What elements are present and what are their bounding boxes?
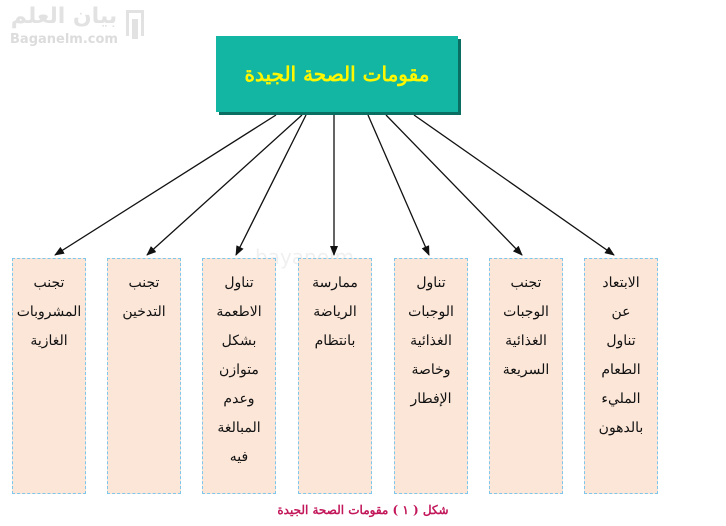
factor-line: الاطعمة [216,304,262,320]
factor-line: المشروبات [16,304,82,320]
watermark-logo: بيان العلم Baganelm.com [6,4,156,48]
factor-line: تجنب [510,275,542,291]
connector-arrow [146,114,303,256]
factor-line: الإفطار [410,391,452,407]
factor-line: تجنب [128,275,160,291]
factor-box-soft-drinks: تجنب المشروبات الغازية [12,258,86,494]
factor-line: متوازن [219,362,259,378]
factor-box-fast-food: تجنب الوجبات الغذائية السريعة [489,258,563,494]
factor-line: السريعة [502,362,550,378]
factor-line: تجنب [33,275,65,291]
factor-line: الغازية [30,333,68,349]
factor-box-smoking: تجنب التدخين [107,258,181,494]
factor-line: بالدهون [598,420,644,436]
watermark-arabic-text: بيان العلم [10,4,118,29]
diagram-title: مقومات الصحة الجيدة [244,62,430,86]
factor-line: المليء [601,391,641,407]
factor-box-exercise: ممارسة الرياضة بانتظام [298,258,372,494]
factor-line: تناول [224,275,254,291]
watermark-building-icon [126,10,144,39]
connector-arrow [54,114,277,256]
factor-box-meals-breakfast: تناول الوجبات الغذائية وخاصة الإفطار [394,258,468,494]
factor-line: تناول [416,275,446,291]
connector-arrow [367,114,430,256]
factor-line: الابتعاد [602,275,640,291]
connector-arrow [235,114,307,256]
factor-line: الرياضة [313,304,357,320]
factor-line: وخاصة [411,362,451,378]
factor-line: وعدم [223,391,255,407]
factor-line: بانتظام [314,333,356,349]
connector-arrow [413,114,615,256]
factor-line: فيه [229,449,249,465]
figure-caption: شكل ( ١ ) مقومات الصحة الجيدة [277,503,449,517]
diagram-title-box: مقومات الصحة الجيدة [216,36,458,112]
watermark-latin-text: Baganelm.com [10,32,118,47]
connector-arrow [385,114,523,256]
factor-line: التدخين [122,304,166,320]
factor-line: الطعام [601,362,641,378]
factor-line: بشكل [221,333,257,349]
factor-box-balanced-diet: تناول الاطعمة بشكل متوازن وعدم المبالغة … [202,258,276,494]
factor-line: ممارسة [312,275,358,291]
factor-line: الوجبات [503,304,549,320]
factor-line: الوجبات [408,304,454,320]
factor-line: الغذائية [410,333,452,349]
factor-line: عن [611,304,631,320]
factor-line: الغذائية [505,333,547,349]
factor-line: المبالغة [217,420,261,436]
factor-line: تناول [606,333,636,349]
factor-box-fatty-food: الابتعاد عن تناول الطعام المليء بالدهون [584,258,658,494]
